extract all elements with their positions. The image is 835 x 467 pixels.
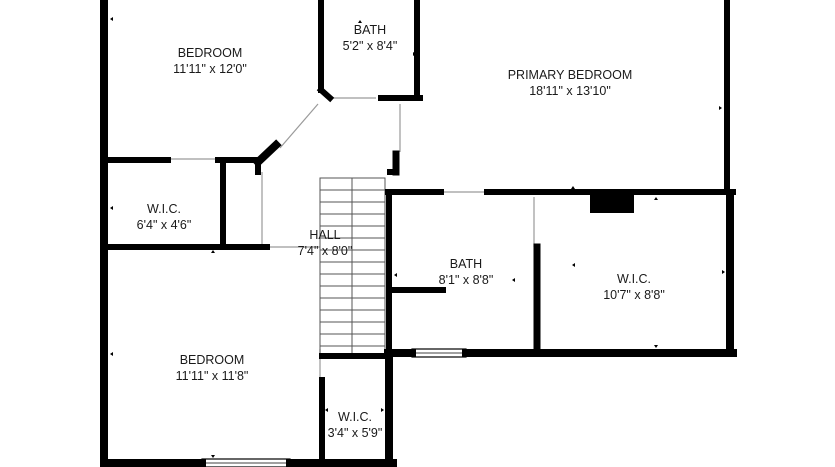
room-wic-right-name: W.I.C. bbox=[617, 272, 651, 286]
room-bedroom-top-name: BEDROOM bbox=[178, 46, 243, 60]
room-primary-bedroom-size: 18'11" x 13'10" bbox=[529, 84, 611, 98]
openings bbox=[168, 97, 535, 381]
room-wic-left-size: 6'4" x 4'6" bbox=[137, 218, 192, 232]
room-wic-left-name: W.I.C. bbox=[147, 202, 181, 216]
room-bedroom-bottom-name: BEDROOM bbox=[180, 353, 245, 367]
room-wic-small-name: W.I.C. bbox=[338, 410, 372, 424]
room-bedroom-top-size: 11'11" x 12'0" bbox=[173, 62, 247, 76]
room-wic-right-size: 10'7" x 8'8" bbox=[603, 288, 665, 302]
junction-marks bbox=[110, 17, 725, 458]
room-wic-small-size: 3'4" x 5'9" bbox=[328, 426, 383, 440]
room-hall-size: 7'4" x 8'0" bbox=[298, 244, 353, 258]
walls bbox=[100, 0, 737, 467]
room-primary-bedroom-name: PRIMARY BEDROOM bbox=[508, 68, 633, 82]
room-labels: BEDROOM 11'11" x 12'0" BATH 5'2" x 8'4" … bbox=[137, 23, 665, 440]
room-bath-mid-name: BATH bbox=[450, 257, 482, 271]
room-bath-mid-size: 8'1" x 8'8" bbox=[439, 273, 494, 287]
room-bath-top-size: 5'2" x 8'4" bbox=[343, 39, 398, 53]
room-bedroom-bottom-size: 11'11" x 11'8" bbox=[176, 369, 249, 383]
room-hall-name: HALL bbox=[309, 228, 340, 242]
stairs bbox=[319, 177, 386, 355]
room-bath-top-name: BATH bbox=[354, 23, 386, 37]
